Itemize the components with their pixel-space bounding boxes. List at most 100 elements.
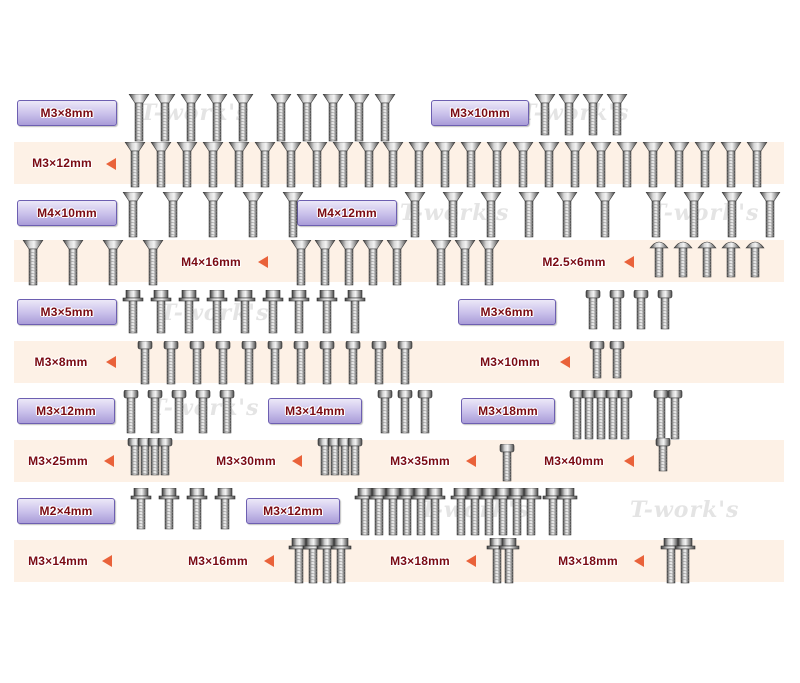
screw-flat-icon	[460, 141, 482, 193]
screw-flat-icon	[154, 93, 176, 147]
screw-flat-icon	[759, 191, 781, 243]
screw-flat-icon	[332, 141, 354, 193]
watermark: T-work's	[650, 200, 760, 226]
screw-flat-icon	[206, 93, 228, 147]
screw-flat-icon	[270, 93, 292, 147]
screw-flange-icon	[478, 487, 500, 541]
screw-socket-icon	[238, 340, 260, 390]
size-label-m3x5: M3×5mm	[17, 299, 117, 325]
watermark: T-work's	[630, 497, 740, 523]
screw-flange-icon	[520, 487, 542, 541]
screw-socket-icon	[120, 389, 142, 439]
screw-socket-icon	[394, 389, 416, 439]
screw-socket-icon	[368, 340, 390, 390]
size-label-m3x12: M3×12mm	[32, 156, 92, 170]
screw-flat-icon	[296, 93, 318, 147]
screw-flange-icon	[262, 289, 284, 339]
arrow-icon	[106, 158, 116, 170]
screw-socket-icon	[654, 289, 676, 335]
screw-socket-icon	[342, 340, 364, 390]
screw-flat-icon	[228, 141, 250, 193]
size-label-m3x12-c: M3×12mm	[246, 498, 340, 524]
screw-button-icon	[648, 240, 670, 283]
screw-flange-icon	[556, 487, 578, 541]
screw-flange-icon	[464, 487, 486, 541]
screw-socket-icon	[566, 389, 588, 445]
screw-flat-icon	[202, 141, 224, 193]
screw-socket-icon	[154, 437, 176, 481]
watermark: T-work's	[520, 100, 630, 126]
size-label-m3x18-c: M3×18mm	[558, 554, 618, 568]
screw-flat-icon	[254, 141, 276, 193]
size-label-m3x25: M3×25mm	[28, 454, 88, 468]
arrow-icon	[102, 555, 112, 567]
size-label-m3x18: M3×18mm	[461, 398, 555, 424]
screw-flange-icon	[506, 487, 528, 541]
screw-socket-icon	[160, 340, 182, 390]
arrow-icon	[466, 555, 476, 567]
screw-flange-icon	[130, 487, 152, 535]
screw-socket-icon	[216, 389, 238, 439]
screw-flange-icon	[424, 487, 446, 541]
screw-flange-icon	[122, 289, 144, 339]
screw-flat-icon	[322, 93, 344, 147]
screw-flat-icon	[408, 141, 430, 193]
arrow-icon	[292, 455, 302, 467]
screw-socket-icon	[630, 289, 652, 335]
arrow-icon	[624, 256, 634, 268]
arrow-icon	[106, 356, 116, 368]
screw-flat-icon	[374, 93, 396, 147]
screw-flat-icon	[590, 141, 612, 193]
screw-flange-icon	[288, 289, 310, 339]
screw-flat-icon	[480, 191, 502, 243]
screw-flat-icon	[62, 239, 84, 291]
screw-flange-icon	[410, 487, 432, 541]
screw-flat-icon	[683, 191, 705, 243]
screw-socket-icon	[578, 389, 600, 445]
size-label-m3x8-b: M3×8mm	[34, 355, 88, 369]
size-label-m3x8: M3×8mm	[17, 100, 117, 126]
screw-flat-icon	[430, 239, 452, 291]
screw-socket-icon	[134, 340, 156, 390]
screw-flat-icon	[382, 141, 404, 193]
screw-flat-icon	[150, 141, 172, 193]
screw-flange-icon	[178, 289, 200, 339]
screw-socket-icon	[602, 389, 624, 445]
screw-flat-icon	[558, 93, 580, 141]
screw-flange-icon	[368, 487, 390, 541]
screw-flange-icon	[492, 487, 514, 541]
screw-socket-icon	[652, 437, 674, 477]
screw-flat-icon	[128, 93, 150, 147]
screw-flat-icon	[454, 239, 476, 291]
screw-socket-icon	[374, 389, 396, 439]
screw-flat-icon	[282, 191, 304, 243]
screw-flat-icon	[306, 141, 328, 193]
size-label-m3x18-b: M3×18mm	[390, 554, 450, 568]
screw-socket-icon	[134, 437, 156, 481]
screw-flat-icon	[142, 239, 164, 291]
screw-flange-icon	[316, 289, 338, 339]
screw-socket-icon	[414, 389, 436, 439]
screw-flat-icon	[582, 93, 604, 141]
screw-flat-icon	[594, 191, 616, 243]
screw-flat-icon	[162, 191, 184, 243]
screw-flat-icon	[556, 191, 578, 243]
screw-socket-icon	[394, 340, 416, 390]
screw-flat-icon	[280, 141, 302, 193]
screw-flat-icon	[478, 239, 500, 291]
screw-socket-icon	[496, 443, 518, 487]
screw-socket-icon	[186, 340, 208, 390]
screw-flat-icon	[180, 93, 202, 147]
screw-socket-icon	[664, 389, 686, 445]
size-label-m3x35: M3×35mm	[390, 454, 450, 468]
screw-socket-icon	[168, 389, 190, 439]
size-label-m3x14: M3×14mm	[268, 398, 362, 424]
screw-flange-icon	[234, 289, 256, 339]
screw-flat-icon	[202, 191, 224, 243]
screw-flat-icon	[534, 93, 556, 141]
screw-flange-icon	[316, 537, 338, 589]
screw-flat-icon	[694, 141, 716, 193]
size-label-m2.5x6: M2.5×6mm	[542, 255, 606, 269]
screw-flange-icon	[486, 537, 508, 589]
arrow-icon	[104, 455, 114, 467]
